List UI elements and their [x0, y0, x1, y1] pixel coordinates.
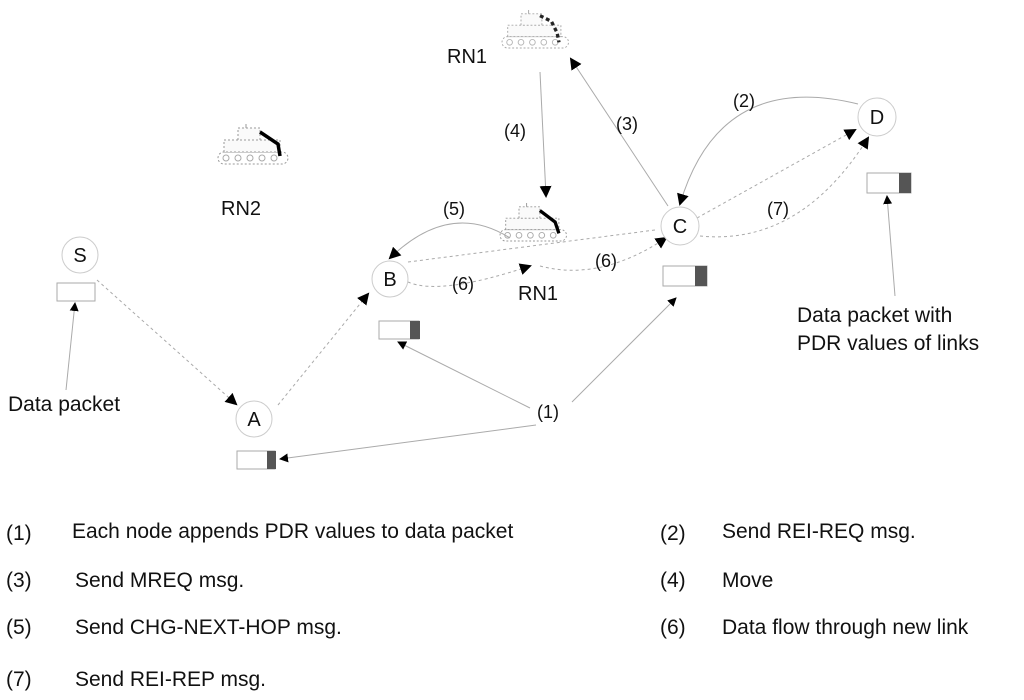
node-c-label: C — [673, 216, 687, 238]
packet-d — [866, 172, 912, 194]
node-b-label: B — [383, 269, 396, 291]
legend-num-7: (7) — [6, 668, 32, 691]
step-7-label: (7) — [767, 199, 789, 219]
robot-rn2 — [217, 123, 289, 165]
link-s-a — [96, 279, 238, 406]
legend: (1) Each node appends PDR values to data… — [6, 520, 969, 691]
link-b-c — [407, 229, 656, 263]
node-s: S — [61, 236, 99, 274]
annotation-pdr-line1: Data packet with — [797, 304, 952, 327]
step-6b-label: (6) — [595, 251, 617, 271]
link-step1-a-packet — [279, 424, 537, 463]
node-c: C — [660, 206, 700, 246]
legend-num-3: (3) — [6, 569, 32, 592]
legend-num-1: (1) — [6, 522, 32, 545]
robot-rn1-top-label: RN1 — [447, 46, 487, 68]
link-rei-req — [677, 96, 859, 206]
packet-c — [662, 265, 708, 287]
pointer-data-packet-pdr — [883, 195, 896, 297]
legend-text-3: Send MREQ msg. — [75, 569, 244, 592]
link-step1-c-packet — [571, 297, 677, 403]
link-c-d — [696, 129, 857, 219]
robot-rn1-top — [501, 9, 569, 49]
link-rei-rep — [699, 136, 870, 238]
legend-text-4: Move — [722, 569, 773, 592]
legend-text-6: Data flow through new link — [722, 616, 969, 639]
legend-num-5: (5) — [6, 616, 32, 639]
robot-rn1-bottom — [499, 202, 567, 242]
robot-rn2-label: RN2 — [221, 198, 261, 220]
link-rn1-c — [539, 236, 668, 271]
legend-text-5: Send CHG-NEXT-HOP msg. — [75, 616, 342, 639]
link-chg-next-hop — [388, 222, 511, 260]
link-b-rn1 — [407, 263, 532, 287]
annotation-data-packet: Data packet — [8, 393, 120, 416]
step-2-label: (2) — [733, 91, 755, 111]
step-4-label: (4) — [504, 121, 526, 141]
packet-b — [378, 320, 420, 340]
packet-s — [56, 282, 96, 302]
links — [65, 57, 896, 463]
legend-text-2: Send REI-REQ msg. — [722, 520, 916, 543]
node-d-label: D — [870, 107, 884, 129]
node-s-label: S — [73, 245, 86, 267]
step-3-label: (3) — [616, 114, 638, 134]
link-a-b — [277, 292, 370, 406]
node-d: D — [857, 97, 897, 137]
step-5-label: (5) — [443, 199, 465, 219]
packet-a — [236, 450, 276, 470]
link-move — [539, 71, 552, 198]
step-6a-label: (6) — [452, 274, 474, 294]
legend-text-1: Each node appends PDR values to data pac… — [72, 520, 513, 543]
legend-num-6: (6) — [660, 616, 686, 639]
step-1-label: (1) — [537, 402, 559, 422]
annotation-pdr-line2: PDR values of links — [797, 332, 979, 355]
robot-rn1-bottom-label: RN1 — [518, 283, 558, 305]
pointer-data-packet — [65, 302, 79, 391]
legend-text-7: Send REI-REP msg. — [75, 668, 266, 691]
legend-num-4: (4) — [660, 569, 686, 592]
node-a-label: A — [247, 409, 261, 431]
link-step1-b-packet — [397, 341, 531, 409]
node-a: A — [235, 400, 273, 438]
node-b: B — [371, 260, 409, 298]
link-mreq — [569, 57, 669, 207]
legend-num-2: (2) — [660, 522, 686, 545]
